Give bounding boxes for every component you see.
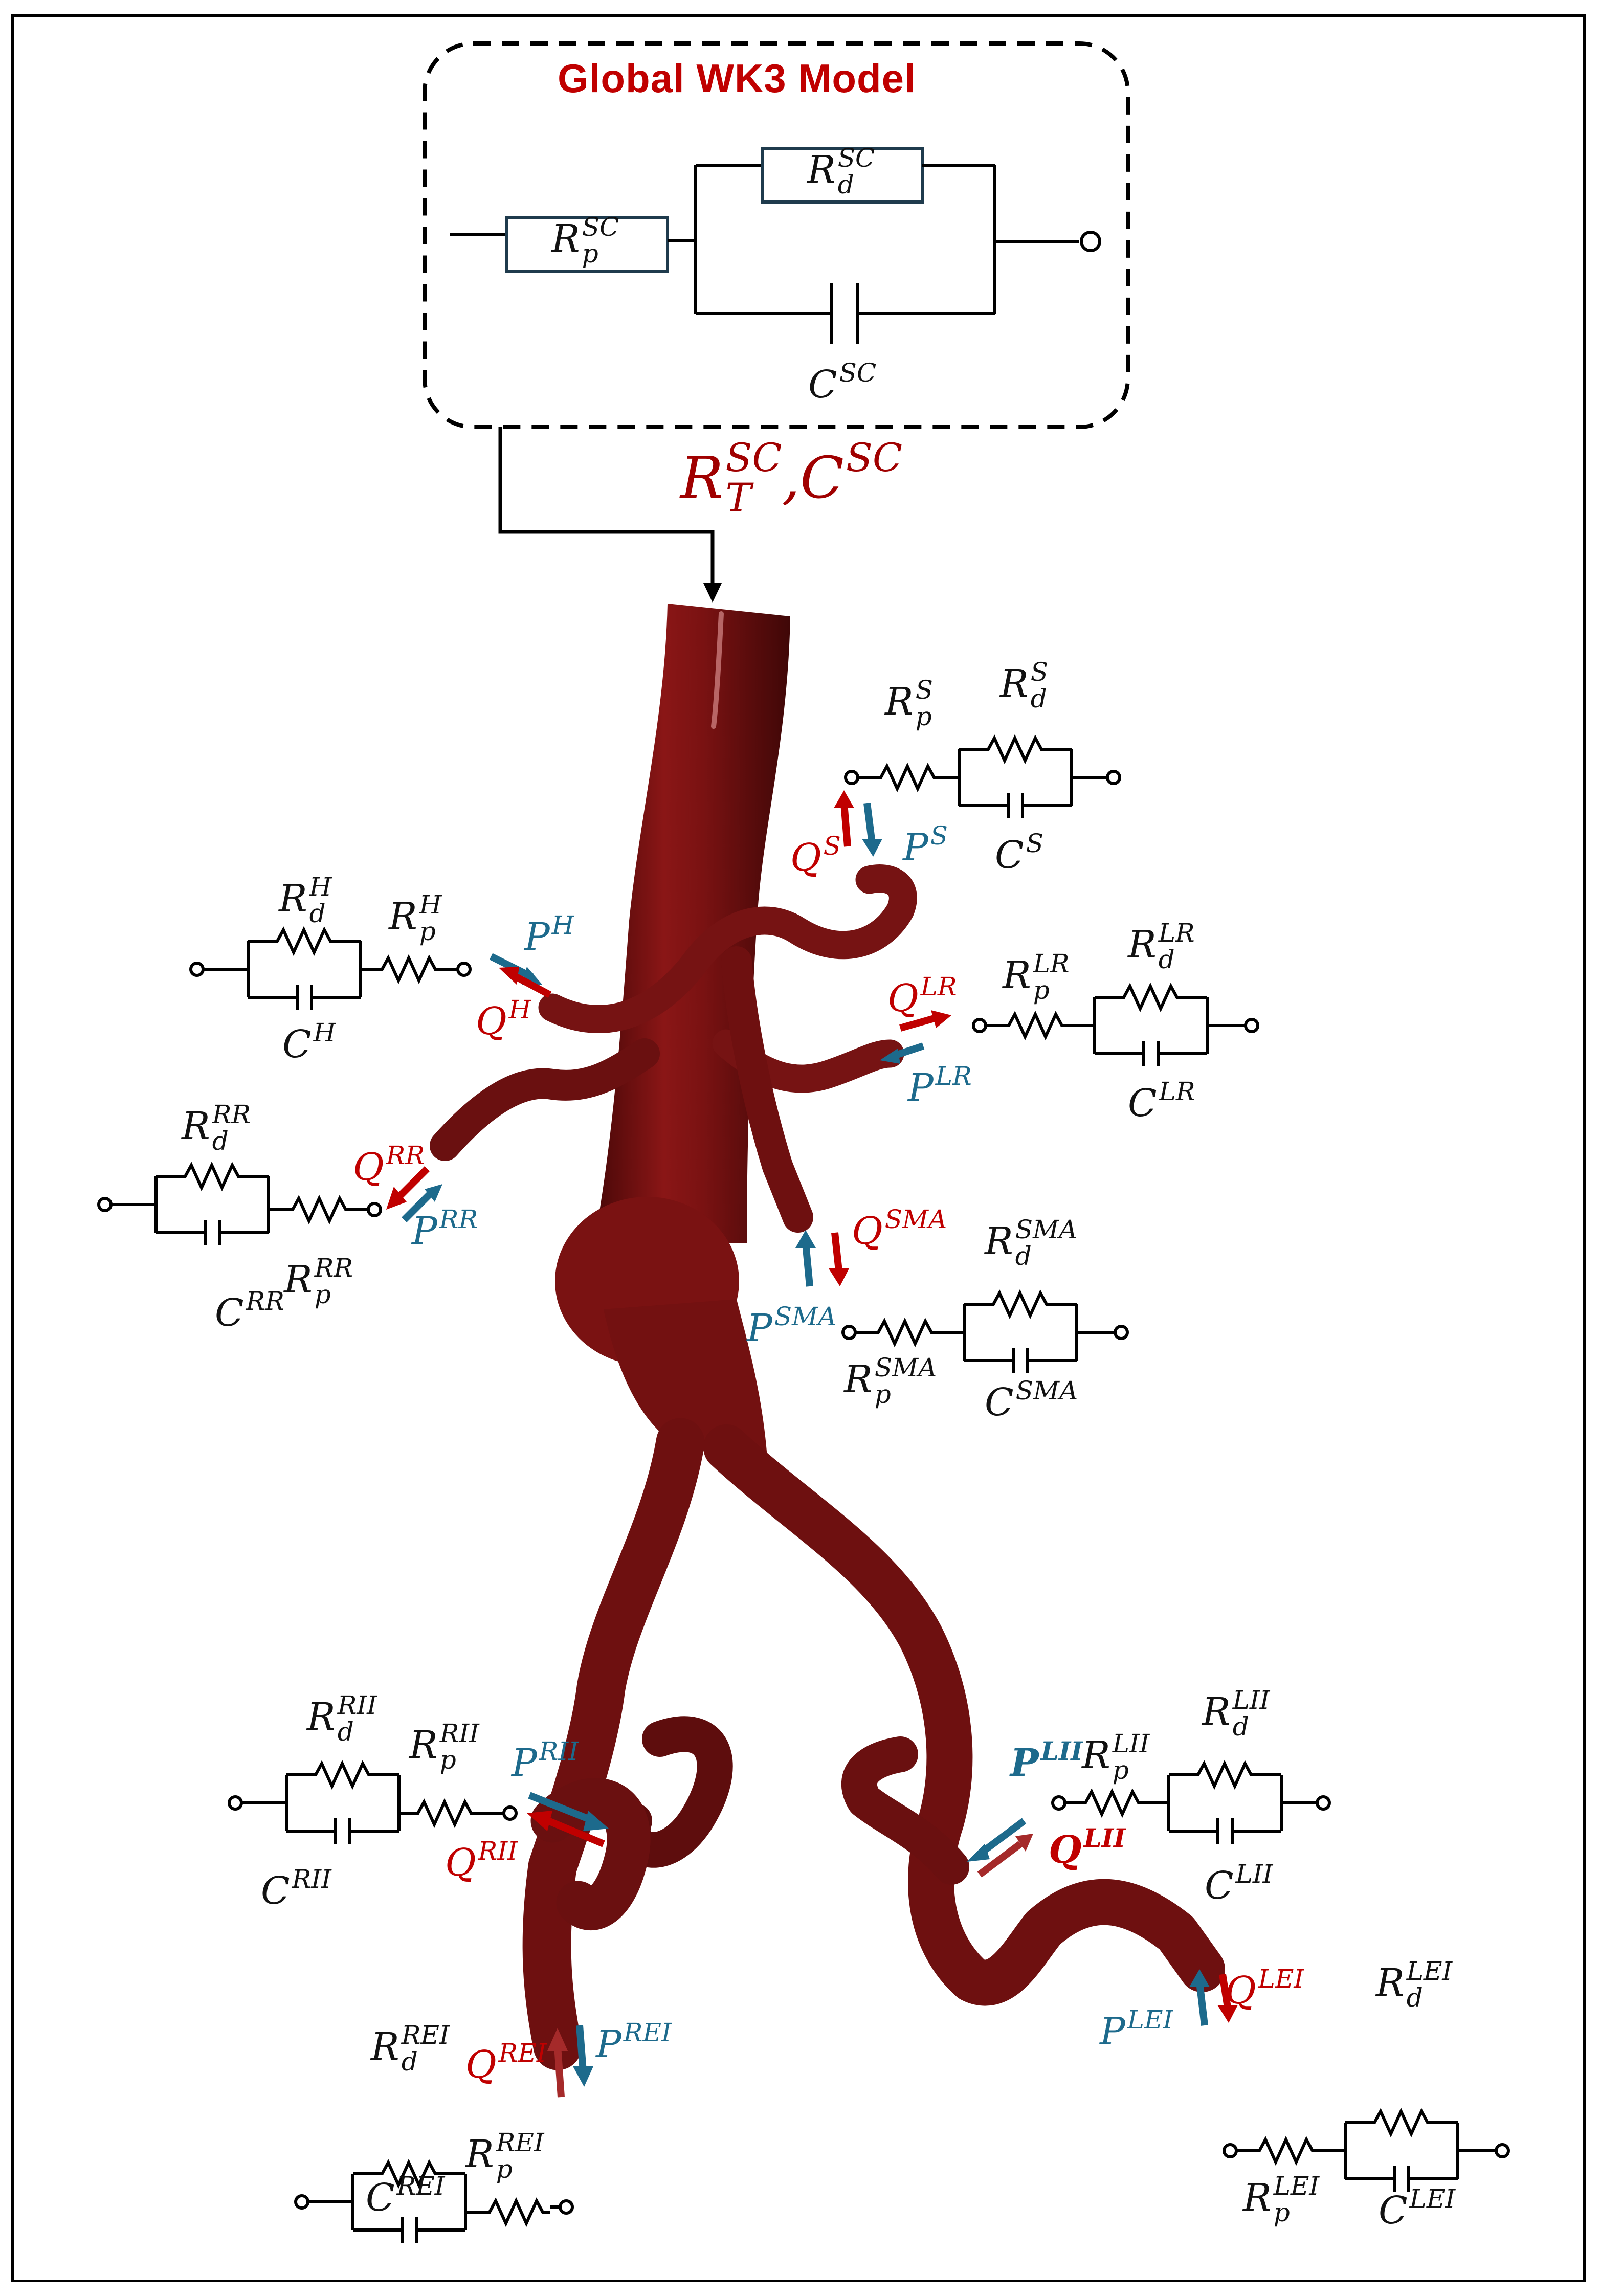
aorta-vessel-tree [430, 604, 1225, 2070]
connector-arrow [498, 427, 722, 603]
circuit-LII [1051, 1764, 1331, 1844]
circuit-LR [972, 986, 1259, 1066]
circuit-RII [228, 1764, 518, 1844]
circuit-S [844, 738, 1121, 818]
circuit-REI [294, 2163, 574, 2243]
outer-frame [11, 14, 1586, 2282]
global-circuit [450, 147, 1101, 344]
circuit-H [189, 930, 472, 1010]
circuit-SMA [841, 1293, 1129, 1373]
circuit-RR [97, 1165, 382, 1245]
circuit-LEI [1223, 2111, 1510, 2192]
global-wk3-box [423, 41, 1130, 429]
flow-pressure-arrows [386, 790, 1238, 2098]
figure-title: Global WK3 Model [558, 56, 916, 101]
